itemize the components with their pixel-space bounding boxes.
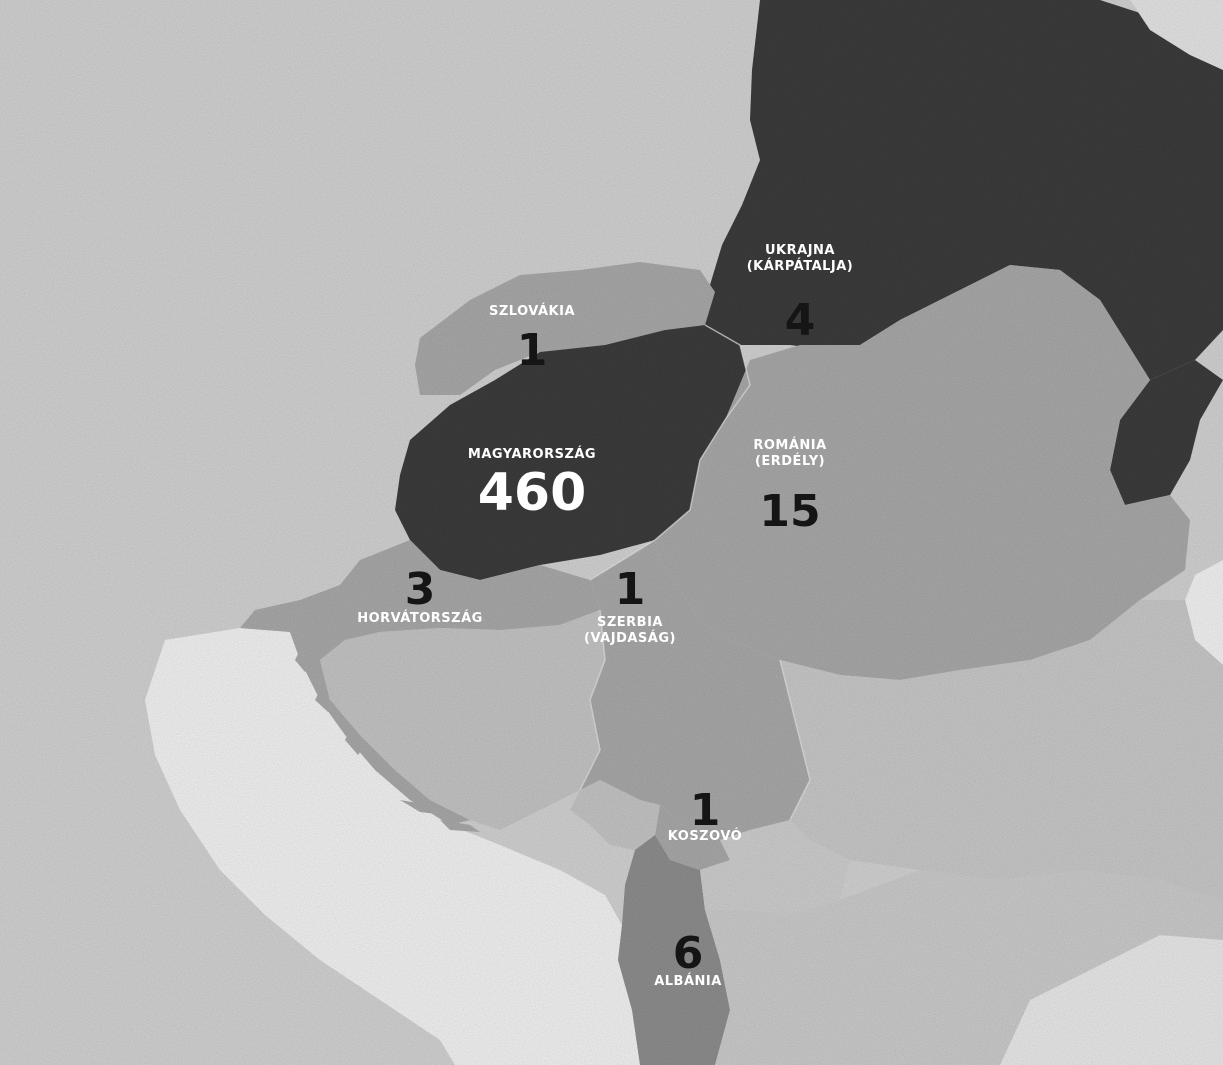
region-count-szerbia: 1 [615, 564, 646, 615]
region-name-ukrajna-line-2: (KÁRPÁTALJA) [747, 258, 854, 274]
region-name-koszovo: KOSZOVÓ [668, 828, 742, 844]
region-magyarorszag [395, 325, 750, 580]
label-szerbia: SZERBIA(VAJDASÁG) 1 [584, 564, 676, 646]
border-lines [579, 324, 811, 821]
black-sea [1185, 560, 1223, 665]
region-romania [655, 265, 1190, 680]
region-macedonia [700, 820, 850, 915]
region-count-horvatorszag: 3 [405, 564, 436, 615]
label-ukrajna: UKRAJNA(KÁRPÁTALJA) 4 [747, 243, 854, 346]
label-romania: ROMÁNIA(ERDÉLY) 15 [753, 437, 826, 537]
region-moldova [1110, 360, 1223, 505]
region-count-magyarorszag: 460 [478, 463, 587, 523]
region-name-albania: ALBÁNIA [654, 973, 722, 989]
region-name-romania-line-2: (ERDÉLY) [755, 453, 825, 469]
region-name-romania-line-1: ROMÁNIA [753, 437, 826, 453]
region-szerbia [580, 540, 810, 840]
region-ukrajna [705, 0, 1223, 380]
region-neighbour-north [1130, 0, 1223, 70]
region-name-szlovakia: SZLOVÁKIA [489, 303, 575, 319]
region-count-koszovo: 1 [690, 785, 721, 836]
adriatic-islands [295, 650, 480, 832]
region-name-szerbia-line-1: SZERBIA [597, 615, 663, 630]
region-montenegro [570, 780, 660, 850]
region-name-ukrajna-line-1: UKRAJNA [765, 243, 835, 258]
region-name-szerbia-line-2: (VAJDASÁG) [584, 630, 676, 646]
region-bosnia [320, 610, 605, 830]
region-greece [705, 870, 1223, 1065]
region-count-romania: 15 [759, 486, 820, 537]
adriatic-sea [145, 628, 640, 1065]
region-count-ukrajna: 4 [785, 295, 816, 346]
region-albania [618, 835, 730, 1065]
region-horvatorszag [240, 540, 600, 825]
region-labels: UKRAJNA(KÁRPÁTALJA)4SZLOVÁKIA1MAGYARORSZ… [357, 243, 853, 989]
region-bulgaria [780, 600, 1223, 900]
region-koszovo [655, 805, 730, 870]
region-count-szlovakia: 1 [517, 325, 548, 376]
region-name-horvatorszag: HORVÁTORSZÁG [357, 610, 483, 626]
region-name-magyarorszag: MAGYARORSZÁG [468, 446, 596, 462]
ionian-sea [615, 1010, 640, 1065]
aegean-sea [1000, 935, 1223, 1065]
region-szlovakia [415, 262, 715, 395]
label-szlovakia: SZLOVÁKIA 1 [489, 303, 575, 376]
region-count-albania: 6 [673, 928, 704, 979]
